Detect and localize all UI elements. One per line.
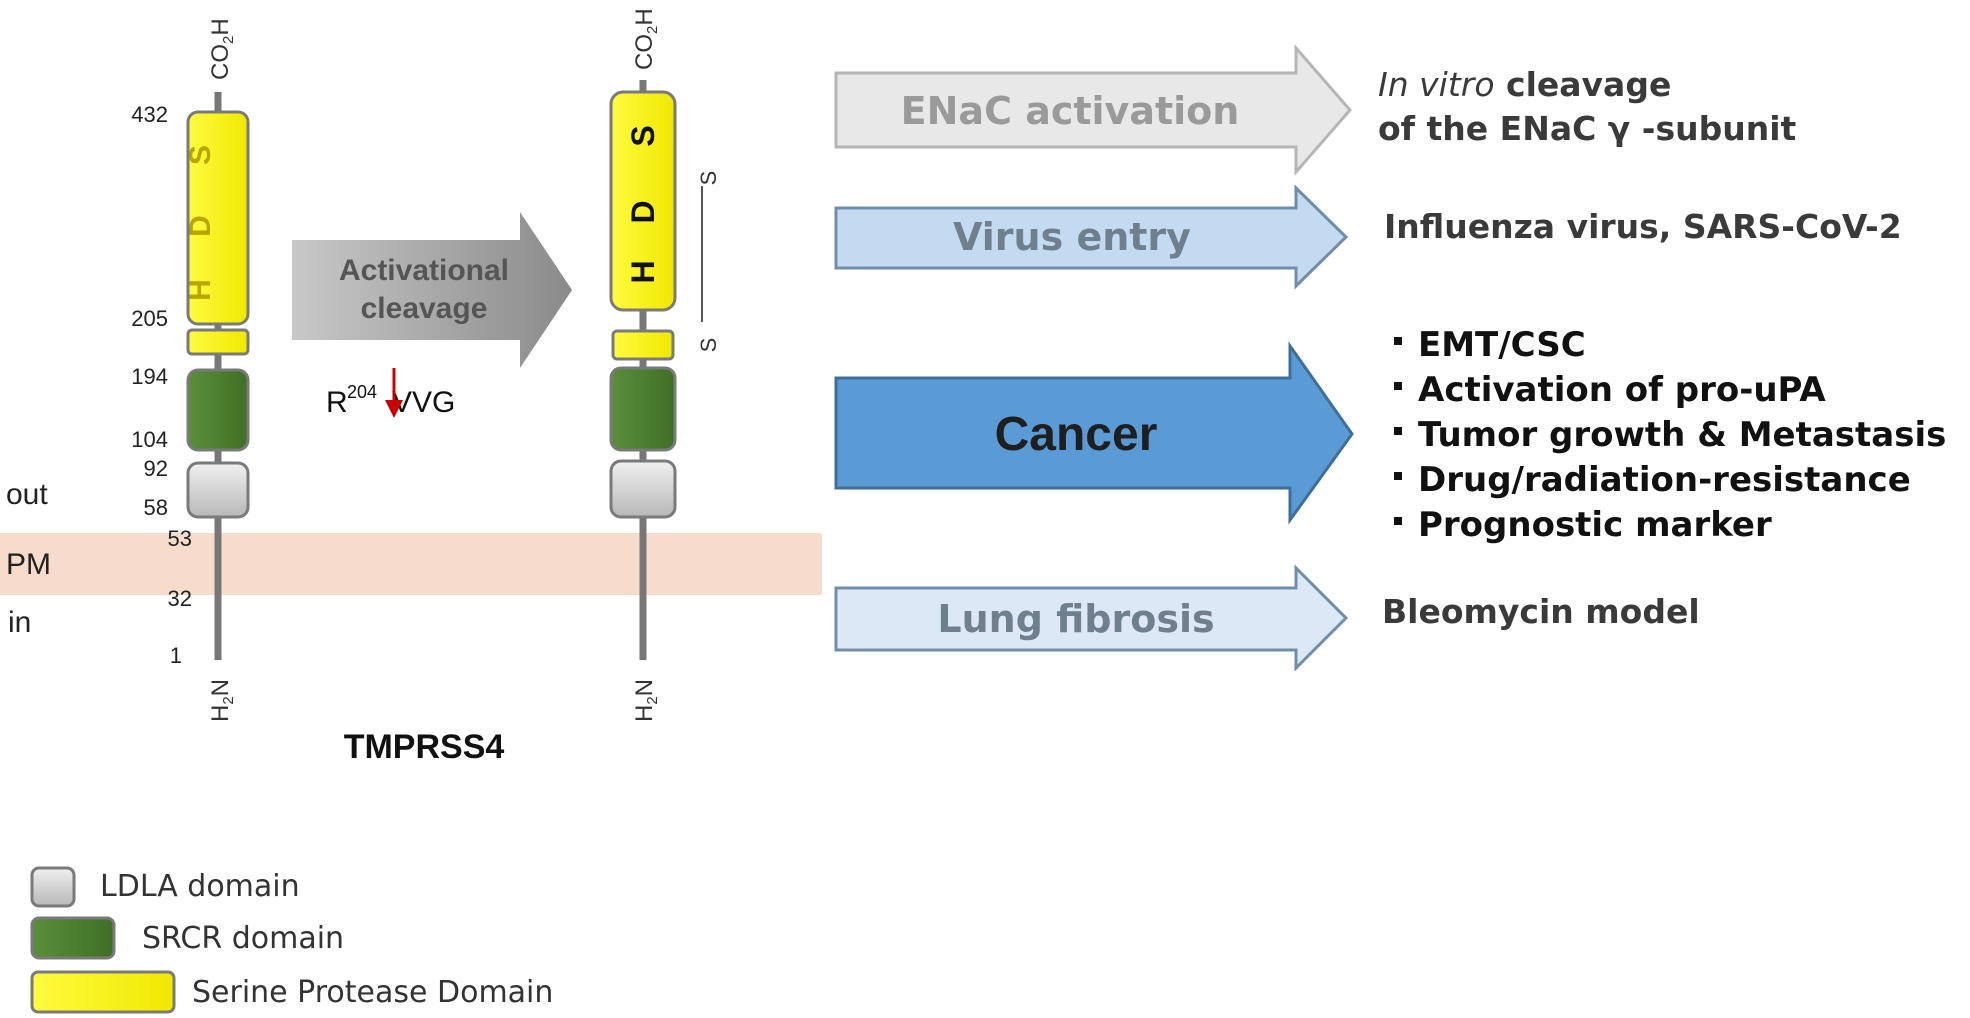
cleavage-arrow-icon xyxy=(385,400,403,418)
in-label: in xyxy=(8,606,31,639)
n-terminus-label: H2N xyxy=(207,679,237,722)
cleavage-site-suffix: VVG xyxy=(392,386,455,419)
outcome-label: ENaC activation xyxy=(901,89,1240,133)
bullet-item: Tumor growth & Metastasis xyxy=(1418,415,1946,455)
n-terminus-label: H2N xyxy=(631,679,661,722)
serine-protease-domain xyxy=(609,90,677,312)
disulfide-s-bottom: S xyxy=(696,338,721,353)
residue-58: 58 xyxy=(144,495,168,520)
residue-numbers: 432 205 194 104 92 58 53 32 1 xyxy=(131,102,192,668)
outcome-virus-entry: Virus entry Influenza virus, SARS-CoV-2 xyxy=(834,184,1902,290)
legend-label-srcr: SRCR domain xyxy=(142,921,344,956)
outcome-label: Virus entry xyxy=(953,215,1191,259)
bullet-item: Activation of pro-uPA xyxy=(1418,370,1826,410)
propeptide-domain xyxy=(186,328,250,356)
propeptide-domain xyxy=(611,329,675,361)
cleavage-site-prefix: R xyxy=(326,386,348,419)
residue-32: 32 xyxy=(168,586,192,611)
outcome-lung-fibrosis: Lung fibrosis Bleomycin model xyxy=(834,564,1700,672)
activational-cleavage-arrow: Activational cleavage xyxy=(292,212,572,368)
ldla-domain xyxy=(609,459,677,519)
outcome-label: Cancer xyxy=(995,408,1158,461)
outcome-cancer: Cancer xyxy=(834,341,1354,525)
residue-53: 53 xyxy=(168,526,192,551)
catalytic-s: S xyxy=(184,145,217,165)
legend-swatch-serine-protease xyxy=(30,970,176,1014)
cleavage-site-number: 204 xyxy=(347,382,377,402)
bullet-item: Drug/radiation-resistance xyxy=(1418,460,1911,500)
residue-432: 432 xyxy=(131,102,168,127)
residue-92: 92 xyxy=(144,456,168,481)
fibrosis-result: Bleomycin model xyxy=(1382,592,1700,631)
cleavage-site: R 204 VVG xyxy=(326,368,455,419)
bullet-item: EMT/CSC xyxy=(1418,325,1586,365)
catalytic-s: S xyxy=(625,125,661,146)
virus-result: Influenza virus, SARS-CoV-2 xyxy=(1384,207,1902,246)
residue-1: 1 xyxy=(170,643,182,668)
catalytic-d: D xyxy=(184,215,217,237)
residue-104: 104 xyxy=(131,427,168,452)
legend-swatch-srcr xyxy=(30,916,116,960)
legend-swatch-ldla xyxy=(30,866,76,908)
disulfide-s-top: S xyxy=(696,171,721,186)
cancer-bullet-list: EMT/CSC Activation of pro-uPA Tumor grow… xyxy=(1394,325,1946,545)
tmprss4-full-length: S D H CO2H H2N xyxy=(184,18,250,722)
serine-protease-domain xyxy=(186,110,250,326)
srcr-domain xyxy=(609,366,677,452)
legend-label-serine-protease: Serine Protease Domain xyxy=(192,975,553,1010)
legend: LDLA domain SRCR domain Serine Protease … xyxy=(30,866,553,1014)
bullet-item: Prognostic marker xyxy=(1418,505,1772,545)
srcr-domain xyxy=(186,368,250,452)
catalytic-d: D xyxy=(625,200,661,223)
enac-result-line1: In vitro cleavage xyxy=(1378,65,1671,104)
c-terminus-label: CO2H xyxy=(207,18,237,80)
ldla-domain xyxy=(186,461,250,519)
legend-label-ldla: LDLA domain xyxy=(100,869,300,904)
out-label: out xyxy=(6,478,48,511)
plasma-membrane xyxy=(0,533,822,595)
enac-result-line2: of the ENaC γ -subunit xyxy=(1378,109,1797,148)
catalytic-h: H xyxy=(625,260,661,283)
pm-label: PM xyxy=(6,548,51,581)
residue-194: 194 xyxy=(131,364,168,389)
outcome-label: Lung fibrosis xyxy=(937,597,1214,641)
c-terminus-label: CO2H xyxy=(631,8,661,70)
protein-name: TMPRSS4 xyxy=(344,728,505,766)
activation-label-line2: cleavage xyxy=(361,292,488,325)
catalytic-h: H xyxy=(184,279,217,301)
outcome-enac: ENaC activation In vitro cleavage of the… xyxy=(834,43,1797,177)
residue-205: 205 xyxy=(131,306,168,331)
activation-label-line1: Activational xyxy=(339,254,509,287)
tmprss4-cleaved: S D H CO2H H2N S S xyxy=(609,8,721,722)
